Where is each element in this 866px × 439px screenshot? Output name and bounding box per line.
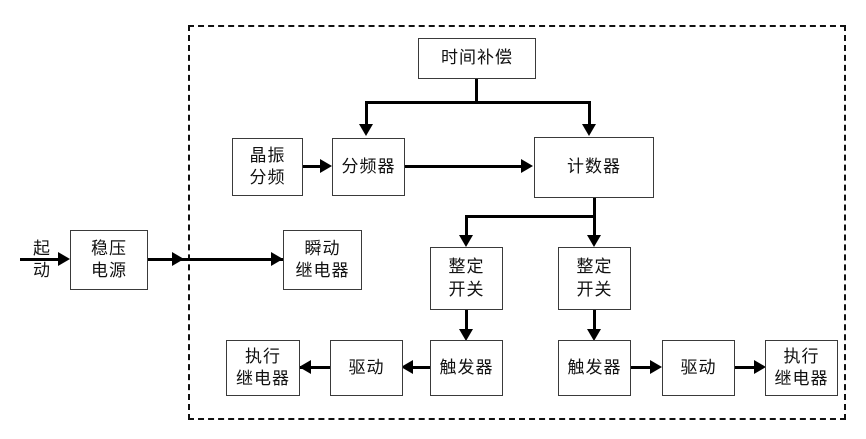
edge-timecomp-bus [365, 101, 591, 104]
edge-counter-stem [593, 198, 596, 218]
edge-power-to-instant-relay-line [148, 258, 283, 261]
edge-switch1-to-trigger1-line [465, 310, 468, 332]
edge-trigger1-to-driver1-line [405, 366, 430, 369]
edge-power-boundary-arrowhead [172, 252, 184, 266]
edge-driver1-to-exec1-line [300, 366, 330, 369]
node-frequency-divider[interactable]: 分频器 [332, 138, 405, 196]
start-label: 起 动 [33, 239, 51, 282]
node-crystal-divider[interactable]: 晶振 分频 [232, 138, 303, 196]
node-exec-relay-2[interactable]: 执行 继电器 [765, 340, 838, 396]
node-driver-2[interactable]: 驱动 [662, 340, 735, 396]
edge-power-to-instant-relay-arrowhead [271, 252, 283, 266]
node-driver-1[interactable]: 驱动 [330, 340, 403, 396]
node-trigger-1[interactable]: 触发器 [430, 340, 503, 396]
edge-start-to-power-arrowhead [58, 252, 70, 266]
edge-counter-to-switch1-arrowhead [459, 235, 473, 247]
edge-counter-bus [465, 215, 596, 218]
node-instant-relay[interactable]: 瞬动 继电器 [283, 230, 362, 290]
edge-trigger2-to-driver2-arrowhead [650, 360, 662, 374]
edge-trigger2-to-driver2-line [631, 366, 652, 369]
edge-crystal-to-divider-line [303, 165, 323, 168]
edge-timecomp-to-divider-arrowhead [359, 124, 373, 136]
edge-timecomp-stem [475, 79, 478, 104]
edge-counter-to-switch2-arrowhead [587, 235, 601, 247]
node-exec-relay-1[interactable]: 执行 继电器 [226, 340, 300, 396]
edge-counter-to-switch2-drop [593, 215, 596, 237]
edge-switch1-to-trigger1-arrowhead [459, 329, 473, 341]
edge-timecomp-to-divider-drop [365, 101, 368, 125]
edge-crystal-to-divider-arrowhead [320, 159, 332, 173]
edge-driver1-to-exec1-arrowhead [299, 360, 311, 374]
controller-boundary-dashed-box [188, 25, 846, 420]
edge-start-to-power-line [20, 258, 60, 261]
node-setting-switch-1[interactable]: 整定 开关 [430, 247, 503, 310]
edge-timecomp-to-counter-drop [588, 101, 591, 125]
edge-divider-to-counter-line [405, 165, 522, 168]
node-counter[interactable]: 计数器 [534, 137, 654, 198]
edge-timecomp-to-counter-arrowhead [582, 124, 596, 136]
node-time-compensation[interactable]: 时间补偿 [418, 38, 536, 79]
edge-trigger1-to-driver1-arrowhead [401, 360, 413, 374]
edge-switch2-to-trigger2-arrowhead [587, 329, 601, 341]
node-trigger-2[interactable]: 触发器 [558, 340, 631, 396]
edge-switch2-to-trigger2-line [593, 310, 596, 332]
edge-divider-to-counter-arrowhead [521, 159, 533, 173]
edge-driver2-to-exec2-line [735, 366, 756, 369]
node-setting-switch-2[interactable]: 整定 开关 [558, 247, 631, 310]
edge-driver2-to-exec2-arrowhead [754, 360, 766, 374]
edge-counter-to-switch1-drop [465, 215, 468, 237]
node-regulated-power[interactable]: 稳压 电源 [70, 230, 148, 290]
